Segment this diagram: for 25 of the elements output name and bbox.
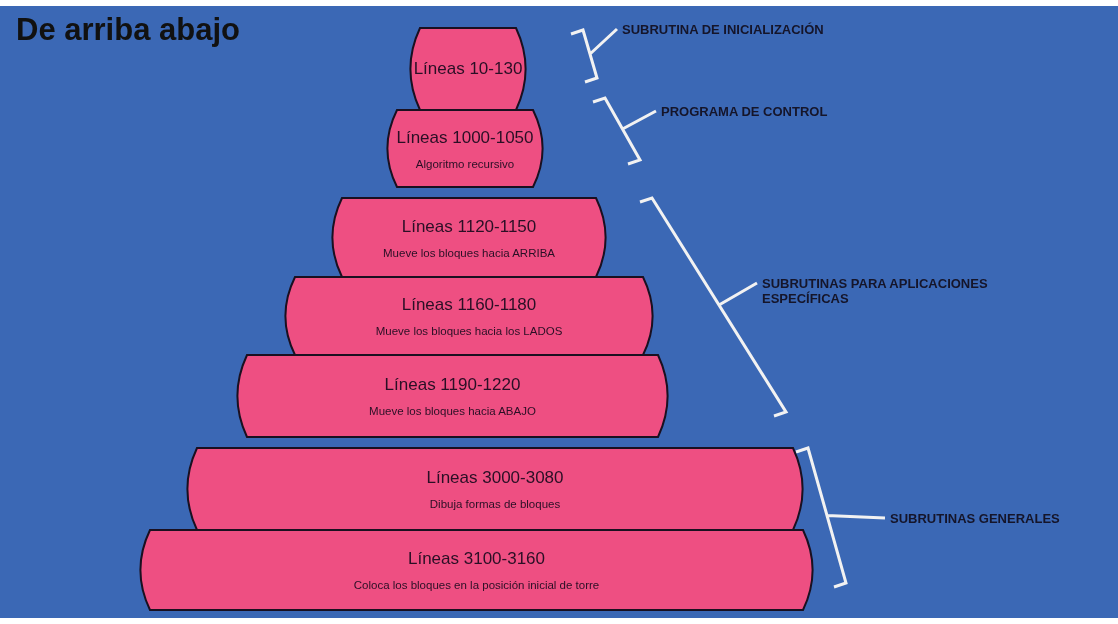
stacked-block [385, 110, 545, 187]
line-range-text: Líneas 1160-1180 [401, 295, 537, 315]
stacked-block [185, 448, 805, 530]
group-label: SUBRUTINA DE INICIALIZACIÓN [622, 22, 825, 37]
description-text: Mueve los bloques hacia los LADOS [375, 325, 563, 337]
line-range-text: Líneas 1120-1150 [401, 216, 537, 237]
stacked-block [330, 198, 608, 277]
line-range-text: Líneas 10-130 [413, 59, 523, 79]
title: De arriba abajo [16, 12, 240, 48]
description-text: Coloca los bloques en la posición inicial de torre [353, 579, 600, 591]
stacked-block [138, 530, 815, 610]
line-range-text: Líneas 3100-3160 [407, 549, 546, 569]
description-text: Mueve los bloques hacia ARRIBA [383, 246, 555, 259]
description-text: Algoritmo recursivo [415, 157, 515, 170]
line-range-text: Líneas 1000-1050 [396, 127, 534, 148]
line-range-text: Líneas 3000-3080 [426, 468, 564, 488]
stacked-block [283, 277, 655, 355]
group-label: PROGRAMA DE CONTROL [661, 104, 829, 119]
group-label: SUBRUTINAS PARA APLICACIONES ESPECÍFICAS [762, 276, 989, 306]
description-text: Dibuja formas de bloques [429, 498, 561, 510]
stacked-block [235, 355, 670, 437]
description-text: Mueve los bloques hacia ABAJO [369, 405, 536, 417]
stacked-block [408, 28, 528, 110]
line-range-text: Líneas 1190-1220 [384, 375, 521, 395]
group-label: SUBRUTINAS GENERALES [890, 511, 1061, 526]
